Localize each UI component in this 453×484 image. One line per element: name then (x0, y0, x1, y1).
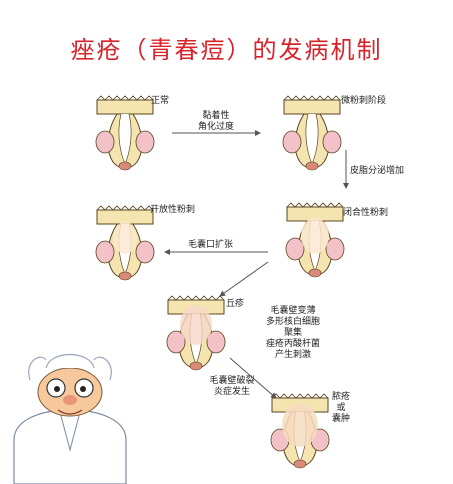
arrow-rupture-label: 毛囊壁破裂 炎症发生 (209, 376, 255, 397)
arrow-to-papule (219, 261, 269, 297)
open-comedo-plug-icon (113, 222, 137, 254)
stage-open-label: 开放性粉刺 (150, 205, 196, 215)
stage-microcomedo-label: 微粉刺阶段 (341, 96, 387, 106)
arrow-bacteria-label: 毛囊壁变薄 多形核白细胞 聚集 痤疮丙酸杆菌 产生刺激 (265, 306, 320, 360)
closed-comedo-plug-icon (301, 218, 329, 254)
papule-swelling-icon (180, 305, 212, 345)
pustule-swelling-icon (282, 403, 318, 447)
stage-papule-label: 丘疹 (226, 299, 245, 309)
page-title: 痤疮（青春痘）的发病机制 (70, 36, 383, 64)
follicle-microcomedo-icon (282, 95, 342, 171)
arrow-sebum-label: 皮脂分泌增加 (350, 166, 405, 176)
stage-normal-label: 正常 (151, 96, 170, 106)
stage-pustule-label: 脓疮 或 囊肿 (331, 392, 350, 424)
follicle-normal-icon (95, 95, 155, 171)
doctor-mascot-icon (13, 354, 127, 484)
stage-closed-label: 闭合性粉刺 (343, 208, 389, 218)
arrow-hyperkeratosis-label: 黏着性 角化过度 (197, 111, 234, 132)
arrow-rupture (229, 357, 277, 399)
arrow-dilation-label: 毛囊口扩张 (188, 240, 234, 250)
